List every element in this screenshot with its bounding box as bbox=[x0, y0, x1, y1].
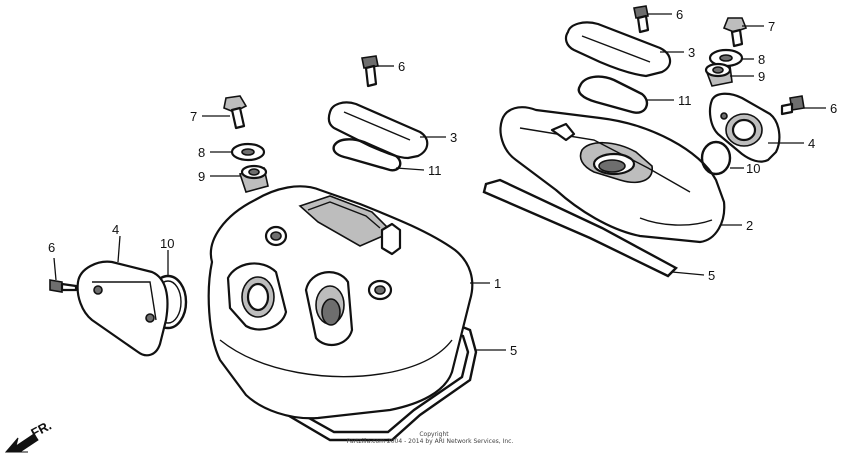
callout-6-left: 6 bbox=[48, 240, 55, 255]
leader-lines bbox=[53, 13, 826, 351]
callout-7-rear: 7 bbox=[768, 19, 775, 34]
bolt-mid[interactable] bbox=[361, 55, 379, 88]
o-ring-front[interactable] bbox=[332, 138, 402, 172]
callout-6-top: 6 bbox=[676, 7, 683, 22]
copyright-line-2: Partzilla.com 2004 - 2014 by ARI Network… bbox=[347, 438, 514, 445]
copyright-line-1: Copyright bbox=[419, 431, 449, 438]
copyright-notice: Copyright Partzilla.com 2004 - 2014 by A… bbox=[347, 431, 514, 445]
callout-3-rear: 3 bbox=[688, 45, 695, 60]
callout-1: 1 bbox=[494, 276, 501, 291]
breather-cover-front[interactable] bbox=[327, 101, 429, 160]
arrow-icon bbox=[4, 433, 39, 453]
callout-5-front: 5 bbox=[510, 343, 517, 358]
front-direction-indicator: FR. bbox=[4, 418, 54, 453]
callout-3-front: 3 bbox=[450, 130, 457, 145]
callout-6-right: 6 bbox=[830, 101, 837, 116]
callout-6-mid: 6 bbox=[398, 59, 405, 74]
callout-4-front: 4 bbox=[112, 222, 119, 237]
callout-8-rear: 8 bbox=[758, 52, 765, 67]
breather-bolt-front[interactable] bbox=[223, 95, 248, 130]
o-ring-rear[interactable] bbox=[577, 75, 649, 114]
o-ring-side-rear[interactable] bbox=[700, 140, 732, 176]
bolt-top[interactable] bbox=[633, 5, 650, 34]
breather-bolt-rear[interactable] bbox=[722, 17, 748, 48]
cylinder-head-cover-rear[interactable] bbox=[499, 106, 726, 244]
callout-4-rear: 4 bbox=[808, 136, 815, 151]
callouts: 1 2 3 3 4 4 5 5 6 6 6 6 7 7 8 8 9 9 10 1… bbox=[48, 7, 837, 358]
callout-9-front: 9 bbox=[198, 169, 205, 184]
callout-2: 2 bbox=[746, 218, 753, 233]
breather-cover-rear[interactable] bbox=[564, 21, 672, 78]
callout-11-front: 11 bbox=[428, 163, 442, 178]
callout-5-rear: 5 bbox=[708, 268, 715, 283]
cylinder-head-cover-front[interactable] bbox=[207, 185, 474, 420]
callout-10-rear: 10 bbox=[746, 161, 760, 176]
bolt-left[interactable] bbox=[49, 279, 78, 293]
grommet-front[interactable] bbox=[238, 164, 269, 193]
callout-8-front: 8 bbox=[198, 145, 205, 160]
callout-10-front: 10 bbox=[160, 236, 174, 251]
grommet-rear[interactable] bbox=[704, 62, 733, 87]
callout-9-rear: 9 bbox=[758, 69, 765, 84]
bolt-right[interactable] bbox=[780, 95, 805, 116]
side-cover-rear[interactable] bbox=[708, 92, 781, 163]
callout-11-rear: 11 bbox=[678, 93, 692, 108]
callout-7-front: 7 bbox=[190, 109, 197, 124]
washer-front[interactable] bbox=[230, 142, 266, 162]
side-cover-front[interactable] bbox=[76, 260, 188, 357]
